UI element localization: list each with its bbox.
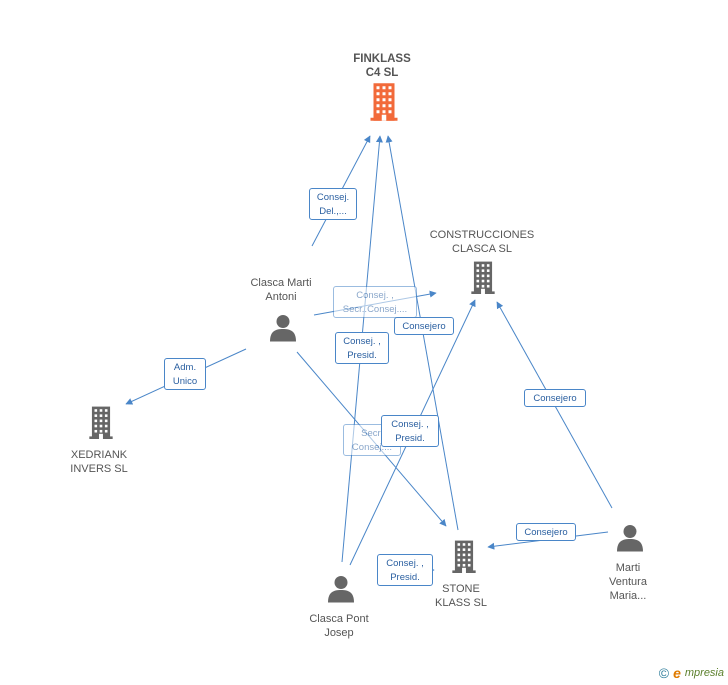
person-icon[interactable]	[327, 575, 355, 608]
node-label-marti_ventura[interactable]: Marti Ventura Maria...	[609, 562, 647, 602]
edge-label-clasca_pont-finklass[interactable]: Consej. , Presid.	[335, 332, 389, 364]
edge-label-marti_ventura-stone[interactable]: Consejero	[516, 523, 576, 541]
edge-label-clasca_marti-xedriank[interactable]: Adm. Unico	[164, 358, 206, 390]
edge-label-clasca_marti-construcciones[interactable]: Consej. , Secr..Consej....	[333, 286, 417, 318]
edge-label-clasca_marti-finklass[interactable]: Consej. Del.,...	[309, 188, 357, 220]
edge-label-clasca_pont-construcciones[interactable]: Consej. , Presid.	[381, 415, 439, 447]
node-label-clasca_pont[interactable]: Clasca Pont Josep	[309, 613, 369, 639]
node-label-xedriank[interactable]: XEDRIANK INVERS SL	[70, 449, 128, 475]
node-label-construcciones[interactable]: CONSTRUCCIONES CLASCA SL	[429, 229, 535, 255]
node-label-finklass[interactable]: FINKLASS C4 SL	[353, 53, 411, 79]
building-icon[interactable]	[470, 259, 496, 299]
brand-name: mpresia	[684, 667, 724, 679]
person-icon[interactable]	[616, 524, 644, 557]
building-icon[interactable]	[369, 80, 399, 126]
edge-label-clasca_pont-stone[interactable]: Consej. , Presid.	[377, 554, 433, 586]
edge-label-stone-finklass[interactable]: Consejero	[394, 317, 454, 335]
person-icon[interactable]	[269, 314, 297, 347]
edge-label-marti_ventura-construcciones[interactable]: Consejero	[524, 389, 586, 407]
building-icon[interactable]	[451, 538, 477, 578]
node-label-stone[interactable]: STONE KLASS SL	[435, 583, 487, 609]
building-icon[interactable]	[88, 404, 114, 444]
copyright-icon: ©	[658, 665, 670, 681]
brand-initial: e	[673, 665, 681, 681]
node-label-clasca_marti[interactable]: Clasca Marti Antoni	[250, 277, 312, 303]
